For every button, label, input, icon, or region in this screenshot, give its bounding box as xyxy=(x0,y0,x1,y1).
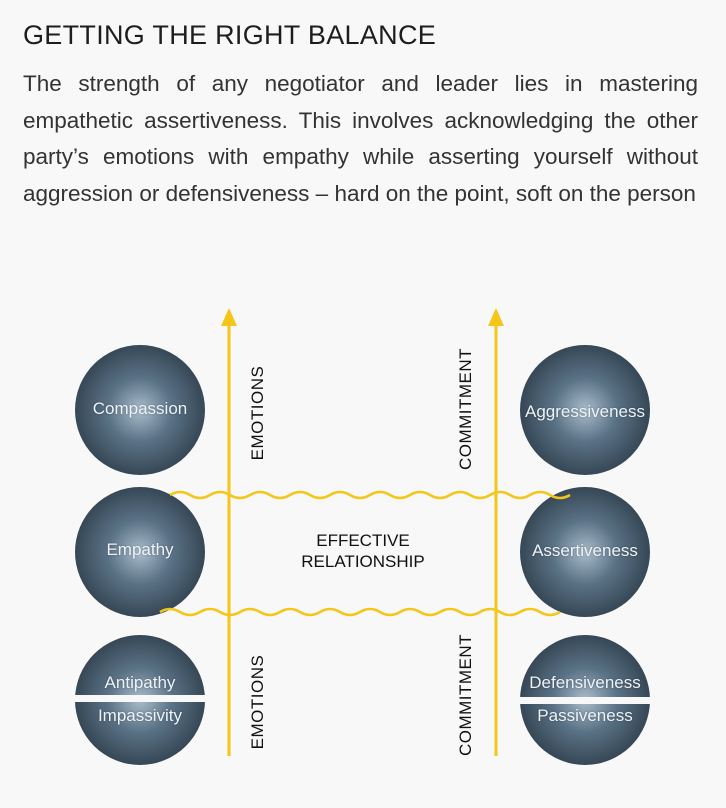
circle-compassion xyxy=(75,345,205,475)
axis-label-commitment-bottom: COMMITMENT xyxy=(456,633,475,757)
circle-defensiveness-passiveness xyxy=(515,635,655,765)
center-line-1: EFFECTIVE xyxy=(316,531,410,550)
intro-paragraph: The strength of any negotiator and leade… xyxy=(23,71,698,206)
label-defensiveness: Defensiveness xyxy=(529,673,641,692)
label-aggressiveness: Aggressiveness xyxy=(524,402,645,421)
center-line-2: RELATIONSHIP xyxy=(301,552,425,571)
circle-assertiveness xyxy=(520,487,650,617)
effective-relationship-label: EFFECTIVE RELATIONSHIP xyxy=(263,530,463,572)
label-compassion: Compassion xyxy=(92,399,188,418)
axis-label-emotions-bottom: EMOTIONS xyxy=(248,654,267,750)
emotions-arrow xyxy=(221,308,237,756)
circle-antipathy-impassivity xyxy=(70,635,210,765)
circle-aggressiveness xyxy=(520,345,650,475)
commitment-arrow xyxy=(488,308,504,756)
circle-empathy xyxy=(75,487,205,617)
axis-label-emotions-top: EMOTIONS xyxy=(248,365,267,461)
label-empathy: Empathy xyxy=(106,540,174,559)
label-impassivity: Impassivity xyxy=(97,706,183,725)
page-title: GETTING THE RIGHT BALANCE xyxy=(23,20,437,50)
label-assertiveness: Assertiveness xyxy=(532,541,638,560)
axis-label-commitment-top: COMMITMENT xyxy=(456,347,475,471)
lower-wave-line xyxy=(158,607,562,617)
label-antipathy: Antipathy xyxy=(104,673,176,692)
label-passiveness: Passiveness xyxy=(537,706,633,725)
